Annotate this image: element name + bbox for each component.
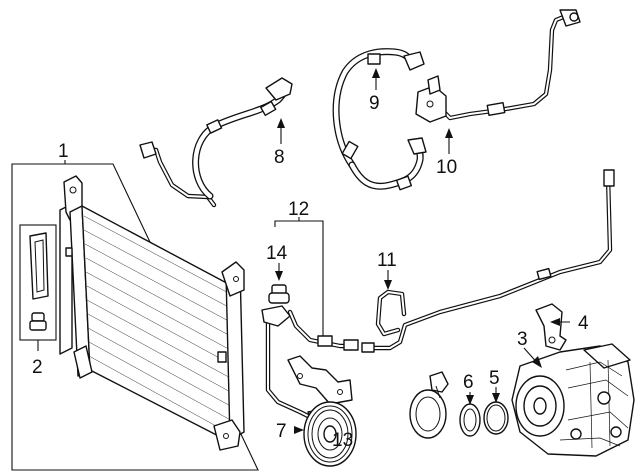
service-valve-14 xyxy=(268,284,290,304)
liquid-line-11 xyxy=(361,169,615,353)
condenser xyxy=(59,175,245,451)
compressor-3 xyxy=(511,343,635,457)
callout-6: 6 xyxy=(463,372,474,393)
callout-11: 11 xyxy=(377,250,397,271)
suction-hose-9 xyxy=(332,48,427,191)
desiccant-bag xyxy=(29,232,49,300)
callout-13: 13 xyxy=(332,430,353,451)
callout-5: 5 xyxy=(489,368,500,389)
snap-ring-5 xyxy=(483,387,509,435)
callout-3: 3 xyxy=(517,329,528,350)
condenser-fitting xyxy=(217,351,227,363)
callout-7: 7 xyxy=(276,421,287,442)
callout-14: 14 xyxy=(266,243,288,264)
receiver-plug xyxy=(29,312,47,331)
callout-2: 2 xyxy=(32,357,43,378)
suction-pipe-10 xyxy=(415,9,581,154)
condenser-group xyxy=(11,160,259,471)
callout-10: 10 xyxy=(436,157,457,178)
clutch-pulley-7 xyxy=(294,401,357,467)
callout-9: 9 xyxy=(369,93,380,114)
field-coil-assembly xyxy=(409,371,449,439)
discharge-hose-8 xyxy=(139,77,293,208)
condenser-group-frame xyxy=(11,163,259,471)
snap-ring-6 xyxy=(459,392,481,437)
callout-4: 4 xyxy=(578,313,589,334)
callout-12: 12 xyxy=(288,199,309,220)
callout-1: 1 xyxy=(58,141,69,162)
bracket-4 xyxy=(535,303,570,351)
callout-8: 8 xyxy=(274,147,285,168)
